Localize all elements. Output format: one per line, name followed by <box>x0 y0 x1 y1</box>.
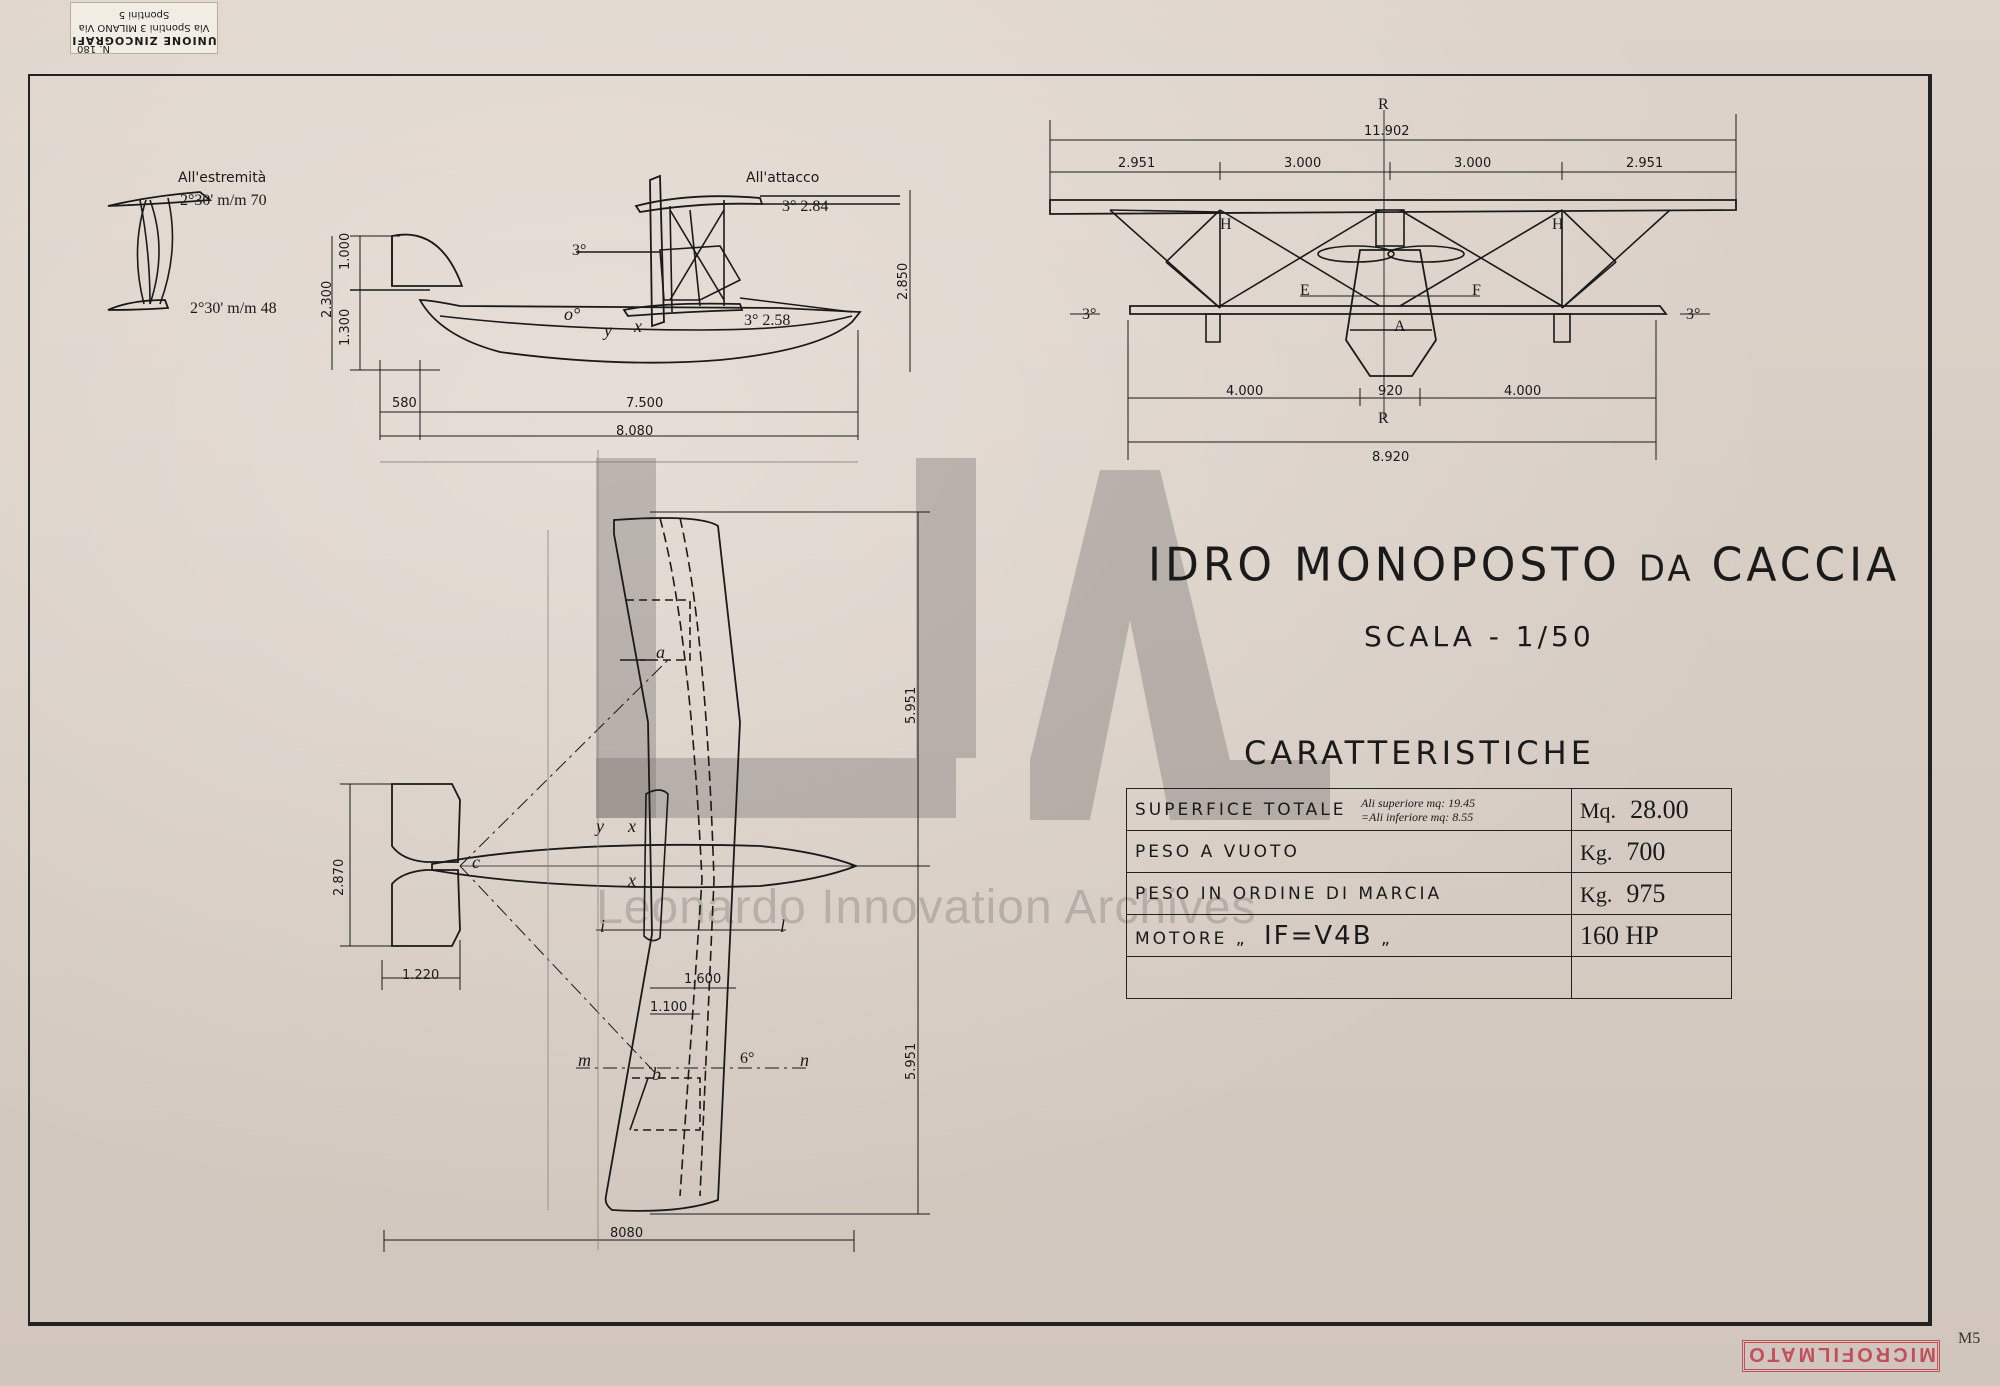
mark-plan-a: a <box>656 642 665 662</box>
dim-chord2: 1.100 <box>650 1000 688 1015</box>
dim-span-top: 11.902 <box>1364 124 1410 139</box>
dim-plan-length: 8080 <box>610 1226 644 1241</box>
dim-height-bottom: 1.300 <box>338 308 353 346</box>
table-row: PESO IN ORDINE DI MARCIA Kg. 975 <box>1126 872 1732 915</box>
plan-angle: 6° <box>740 1050 755 1067</box>
mark-plan-b: b <box>652 1064 661 1084</box>
mark-plan-m: m <box>578 1050 591 1070</box>
unit-label: Kg. <box>1580 839 1613 865</box>
mark-plan-n: n <box>800 1050 809 1070</box>
value-text: 28.00 <box>1630 794 1689 824</box>
row-label: PESO A VUOTO <box>1126 830 1572 873</box>
motore-model: IF=V4B <box>1263 920 1373 951</box>
dim-seg4: 2.951 <box>1626 156 1664 171</box>
value-text: 975 <box>1626 878 1666 908</box>
table-row: PESO A VUOTO Kg. 700 <box>1126 830 1732 873</box>
title-connector: DA <box>1638 548 1694 591</box>
mark-plan-x1: x <box>628 816 636 836</box>
page-mark: M5 <box>1958 1330 1981 1347</box>
row-label: PESO IN ORDINE DI MARCIA <box>1126 872 1572 915</box>
mark-plan-x2: x <box>628 870 636 890</box>
superficie-label: SUPERFICE TOTALE <box>1135 799 1347 820</box>
row-label: SUPERFICE TOTALE Ali superiore mq: 19.45… <box>1126 788 1572 831</box>
drawing-scale: SCALA - 1/50 <box>1364 620 1595 653</box>
mark-h-left: H <box>1220 216 1232 233</box>
dim-height-total: 2.300 <box>320 280 335 318</box>
dim-side-angle: 3° <box>572 242 587 259</box>
wing-area-list: Ali superiore mq: 19.45 =Ali inferiore m… <box>1361 796 1475 824</box>
title-end: CACCIA <box>1711 538 1901 593</box>
row-value: 160 HP <box>1571 914 1732 957</box>
front-section-bottom: R <box>1378 410 1389 427</box>
value-text: 160 HP <box>1580 920 1659 950</box>
dim-bottom-2: 920 <box>1378 384 1403 399</box>
dim-wing-tip-bottom: 2°30' m/m 48 <box>190 300 277 317</box>
motore-quote: „ <box>1380 928 1393 949</box>
dim-tail-width: 2.870 <box>332 858 347 896</box>
row-value: Kg. 975 <box>1571 872 1732 915</box>
mark-plan-l: l <box>780 916 786 936</box>
table-row: MOTORE „ IF=V4B „ 160 HP <box>1126 914 1732 957</box>
side-view <box>107 174 911 463</box>
dim-span-bottom: 8.920 <box>1372 450 1410 465</box>
motore-label: MOTORE „ <box>1135 928 1248 949</box>
mark-plan-y: y <box>596 816 604 836</box>
microfilm-stamp: MICROFILMATO <box>1742 1340 1940 1372</box>
lower-wing-area: =Ali inferiore mq: 8.55 <box>1360 809 1474 824</box>
front-section-top: R <box>1378 96 1389 113</box>
dim-seg2: 3.000 <box>1284 156 1322 171</box>
dim-root-top: 3° 2.84 <box>782 198 829 215</box>
mark-o: o° <box>564 304 581 324</box>
mark-a: A <box>1394 318 1406 335</box>
mark-f: F <box>1472 282 1481 299</box>
row-value: Mq. 28.00 <box>1571 788 1732 831</box>
dim-chord1: 1.600 <box>684 972 722 987</box>
caption-wing-root: All'attacco <box>746 170 820 186</box>
front-angle-right: 3° <box>1686 306 1701 323</box>
dim-seg1: 2.951 <box>1118 156 1156 171</box>
dim-plan-span2: 5.951 <box>904 1042 919 1080</box>
dim-tail-len: 1.220 <box>402 968 440 983</box>
dim-bottom-1: 4.000 <box>1226 384 1264 399</box>
plan-view <box>340 450 930 1252</box>
title-main: IDRO MONOPOSTO <box>1148 538 1621 593</box>
dim-wing-tip-top: 2°30' m/m 70 <box>180 192 267 209</box>
dim-tail: 580 <box>392 396 417 411</box>
mark-plan-i: i <box>600 916 606 936</box>
mark-h-right: H <box>1552 216 1564 233</box>
drawing-border <box>28 74 1932 1326</box>
upper-wing-area: Ali superiore mq: 19.45 <box>1360 795 1476 810</box>
unit-label: Kg. <box>1580 881 1613 907</box>
mark-x: x <box>634 316 642 336</box>
row-value <box>1571 956 1732 999</box>
unit-label: Mq. <box>1580 797 1617 823</box>
dim-length-main: 7.500 <box>626 396 664 411</box>
mark-e: E <box>1300 282 1310 299</box>
mark-y: y <box>604 320 612 340</box>
characteristics-table: SUPERFICE TOTALE Ali superiore mq: 19.45… <box>1126 788 1732 999</box>
dim-root-bottom: 3° 2.58 <box>744 312 791 329</box>
dim-length-total: 8.080 <box>616 424 654 439</box>
mark-plan-c: c <box>472 852 480 872</box>
row-value: Kg. 700 <box>1571 830 1732 873</box>
front-angle-left: 3° <box>1082 306 1097 323</box>
table-row: SUPERFICE TOTALE Ali superiore mq: 19.45… <box>1126 788 1732 831</box>
drawing-title: IDRO MONOPOSTO DA CACCIA <box>1148 539 1900 593</box>
characteristics-heading: CARATTERISTICHE <box>1244 734 1595 772</box>
row-label: MOTORE „ IF=V4B „ <box>1126 914 1572 957</box>
row-label <box>1126 956 1572 999</box>
dim-height-top: 1.000 <box>338 232 353 270</box>
dim-plan-span: 5.951 <box>904 686 919 724</box>
dim-bottom-3: 4.000 <box>1504 384 1542 399</box>
dim-height-right: 2.850 <box>896 262 911 300</box>
value-text: 700 <box>1626 836 1666 866</box>
caption-wing-tip: All'estremità <box>178 170 267 186</box>
table-row <box>1126 956 1732 999</box>
front-view <box>1049 110 1737 460</box>
dim-seg3: 3.000 <box>1454 156 1492 171</box>
